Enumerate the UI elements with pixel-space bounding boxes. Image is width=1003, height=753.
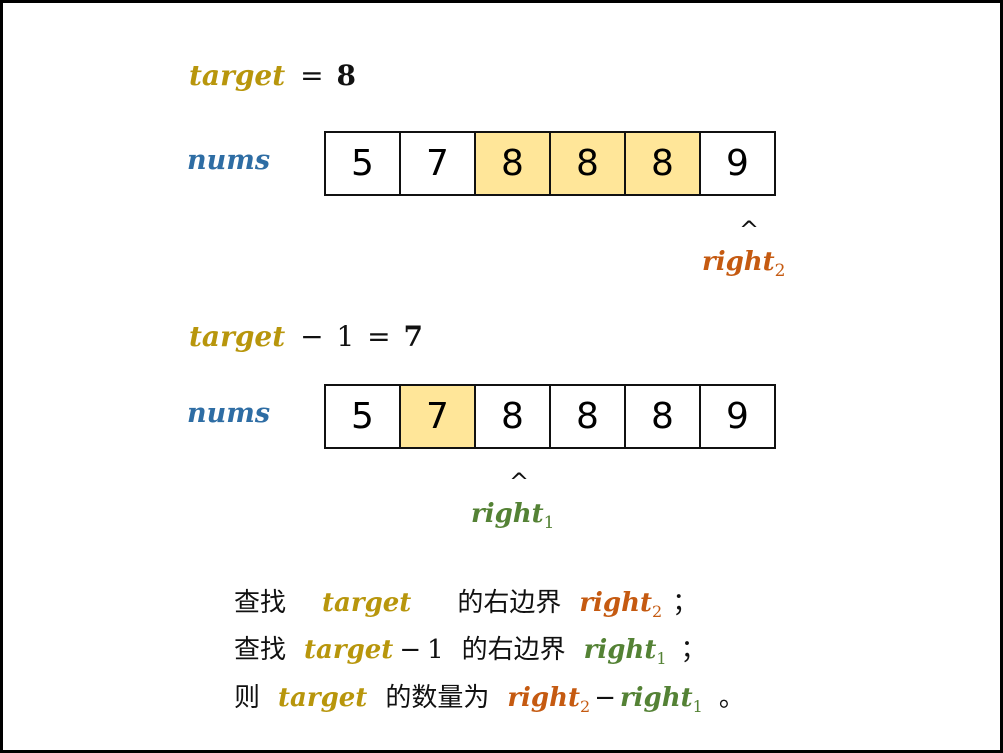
top-nums-cell-0: 5 — [324, 131, 401, 196]
top-nums-cell-4: 8 — [624, 131, 701, 196]
pointer-subscript: 1 — [543, 513, 555, 534]
desc-target: target — [304, 635, 394, 665]
desc-end: 。 — [718, 683, 745, 713]
desc-mid: 的数量为 — [385, 683, 490, 713]
desc-one: 1 — [427, 635, 444, 665]
right2-pointer-label: right2 — [702, 247, 786, 281]
desc-minus: − — [399, 635, 422, 665]
target-symbol: target — [189, 59, 286, 92]
desc-end: ； — [680, 635, 707, 665]
bottom-nums-cell-4: 8 — [624, 384, 701, 449]
desc-prefix: 查找 — [234, 635, 287, 665]
bottom-nums-cell-1: 7 — [399, 384, 476, 449]
bottom-nums-cell-5: 9 — [699, 384, 776, 449]
equals-sign: = — [300, 59, 324, 92]
desc-right2: right2 — [507, 683, 591, 717]
one-value: 1 — [336, 320, 355, 353]
pointer-name: right — [471, 499, 544, 529]
desc-right2-name: right — [507, 683, 580, 713]
desc-right1-name: right — [619, 683, 693, 713]
desc-mid: 的右边界 — [457, 588, 562, 618]
top-nums-label: nums — [187, 145, 271, 176]
top-nums-cell-3: 8 — [549, 131, 626, 196]
top-target-equation: target = 8 — [189, 59, 356, 92]
desc-prefix: 查找 — [234, 588, 287, 618]
desc-right-name: right — [583, 635, 657, 665]
bottom-caret: ^ — [509, 468, 530, 496]
bottom-nums-cell-3: 8 — [549, 384, 626, 449]
desc-prefix: 则 — [234, 683, 261, 713]
bottom-nums-cell-0: 5 — [324, 384, 401, 449]
right1-pointer-label: right1 — [471, 499, 555, 533]
desc-right-name: right — [579, 588, 652, 618]
desc-minus: − — [594, 683, 616, 713]
bottom-target-equation: target − 1 = 7 — [189, 320, 423, 353]
top-nums-cell-1: 7 — [399, 131, 476, 196]
desc-right1-sub: 1 — [692, 697, 703, 717]
desc-end: ； — [672, 588, 699, 618]
top-nums-cell-5: 9 — [699, 131, 776, 196]
desc-right1: right1 — [619, 683, 703, 717]
target-value: 8 — [336, 59, 356, 92]
pointer-subscript: 2 — [774, 261, 786, 282]
minus-sign: − — [300, 320, 324, 353]
desc-right2-sub: 2 — [580, 697, 591, 717]
desc-right-sub: 1 — [656, 649, 667, 669]
target-symbol: target — [189, 320, 286, 353]
top-caret: ^ — [739, 216, 760, 244]
target-minus-one-value: 7 — [403, 320, 424, 353]
desc-right: right1 — [583, 635, 667, 669]
bottom-nums-label: nums — [187, 398, 271, 429]
desc-line-1: 查找 target 的右边界 right2 ； — [234, 582, 698, 621]
bottom-nums-cell-2: 8 — [474, 384, 551, 449]
desc-target: target — [322, 588, 412, 618]
equals-sign: = — [367, 320, 391, 353]
pointer-name: right — [702, 247, 775, 277]
desc-right-sub: 2 — [652, 602, 663, 622]
top-nums-cell-2: 8 — [474, 131, 551, 196]
desc-right: right2 — [579, 588, 663, 622]
desc-mid: 的右边界 — [461, 635, 566, 665]
desc-target: target — [278, 683, 368, 713]
